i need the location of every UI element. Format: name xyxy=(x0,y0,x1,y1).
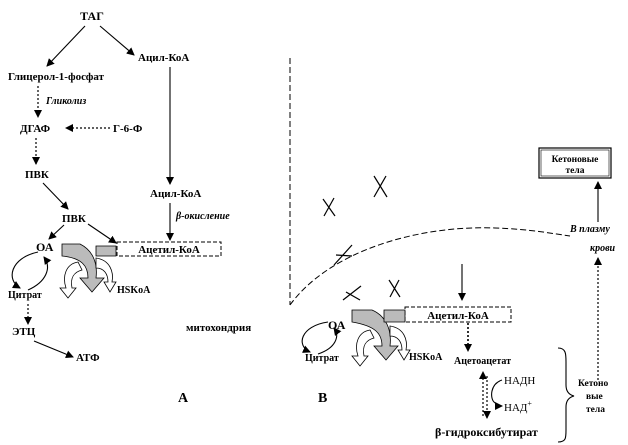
cross-mark-2 xyxy=(373,175,388,198)
pvk-label-2: ПВК xyxy=(62,213,86,225)
arrow-pvk-acetyl xyxy=(87,223,117,244)
arrow-tag-glycerol xyxy=(46,25,86,67)
g6p-label: Г-6-Ф xyxy=(113,123,143,135)
citrate-label-a: Цитрат xyxy=(8,290,42,301)
hskoa-release-a xyxy=(95,257,117,293)
citrate-release-b xyxy=(351,329,375,367)
arrow-pvk-pvk xyxy=(42,182,69,210)
citrate-label-b: Цитрат xyxy=(305,353,339,364)
acetoacetate-label: Ацетоацетат xyxy=(454,356,511,367)
acetyl-coa-box-a xyxy=(116,241,222,257)
tag-label: ТАГ xyxy=(80,9,104,23)
oa-label-b: ОА xyxy=(328,318,346,332)
cross-mark-4 xyxy=(388,279,401,298)
hskoa-label-b: HSKoA xyxy=(409,352,443,363)
cycle-arc-left-a xyxy=(11,251,39,289)
beta-hydroxybutyrate-label: β-гидроксибутират xyxy=(435,425,538,439)
oa-label-a: ОА xyxy=(36,240,54,254)
panel-b: Кетоновые тела В плазму крови ОА Ацетил-… xyxy=(289,147,616,443)
ketone-box-line2: тела xyxy=(566,166,585,176)
ketone-side-line2: вые xyxy=(586,392,603,402)
cross-mark-5 xyxy=(342,285,362,301)
mitochondrial-membrane xyxy=(289,227,571,306)
glycolysis-label: Гликолиз xyxy=(45,96,86,107)
arrow-tag-acylcoa xyxy=(99,25,135,56)
nadh-label: НАДН xyxy=(504,375,535,387)
curly-brace xyxy=(557,347,575,443)
acetyl-feed-a xyxy=(95,245,117,257)
dhap-label: ДГАФ xyxy=(20,123,51,135)
condensation-arrow-a xyxy=(61,243,105,293)
panel-a: ТАГ Глицерол-1-фосфат Ацил-КоА Гликолиз … xyxy=(8,9,251,406)
cycle-arc-oa-b xyxy=(317,327,342,355)
cross-mark-1 xyxy=(322,197,336,217)
acetyl-coa-label-a: Ацетил-КоА xyxy=(138,244,200,256)
panel-b-letter: В xyxy=(318,391,327,406)
nad-label: НАД+ xyxy=(504,399,532,414)
citrate-release-a xyxy=(59,261,83,299)
cycle-arc-oa-a xyxy=(27,256,52,291)
pvk-label-1: ПВК xyxy=(25,169,49,181)
cross-mark-3 xyxy=(333,244,353,266)
acyl-coa-top-label: Ацил-КоА xyxy=(138,52,189,64)
to-blood-line2: крови xyxy=(590,243,616,254)
ketone-side-line3: тела xyxy=(586,405,605,415)
acyl-coa-mid-label: Ацил-КоА xyxy=(150,188,201,200)
cycle-arc-left-b xyxy=(301,321,329,353)
etc-label: ЭТЦ xyxy=(12,326,36,338)
condensation-arrow-b xyxy=(351,309,399,361)
ketone-box-line1: Кетоновые xyxy=(552,155,599,165)
hskoa-label-a: HSKoA xyxy=(117,285,151,296)
hskoa-release-b xyxy=(389,325,411,361)
beta-oxidation-label: β-окисление xyxy=(175,211,230,222)
ketone-bodies-box xyxy=(538,147,612,179)
ketone-side-line1: Кетоно xyxy=(578,379,609,389)
arrow-etc-atp xyxy=(33,340,74,359)
mitochondria-label: митохондрия xyxy=(186,322,251,334)
panel-a-letter: А xyxy=(178,391,189,406)
atp-label: АТФ xyxy=(76,352,100,364)
acetyl-coa-label-b: Ацетил-КоА xyxy=(427,310,489,322)
acetyl-feed-b xyxy=(383,309,406,323)
nadh-arc xyxy=(491,379,503,410)
to-blood-line1: В плазму xyxy=(569,224,610,235)
glycerol-phosphate-label: Глицерол-1-фосфат xyxy=(8,71,105,83)
arrow-pvk-oa xyxy=(48,224,65,240)
